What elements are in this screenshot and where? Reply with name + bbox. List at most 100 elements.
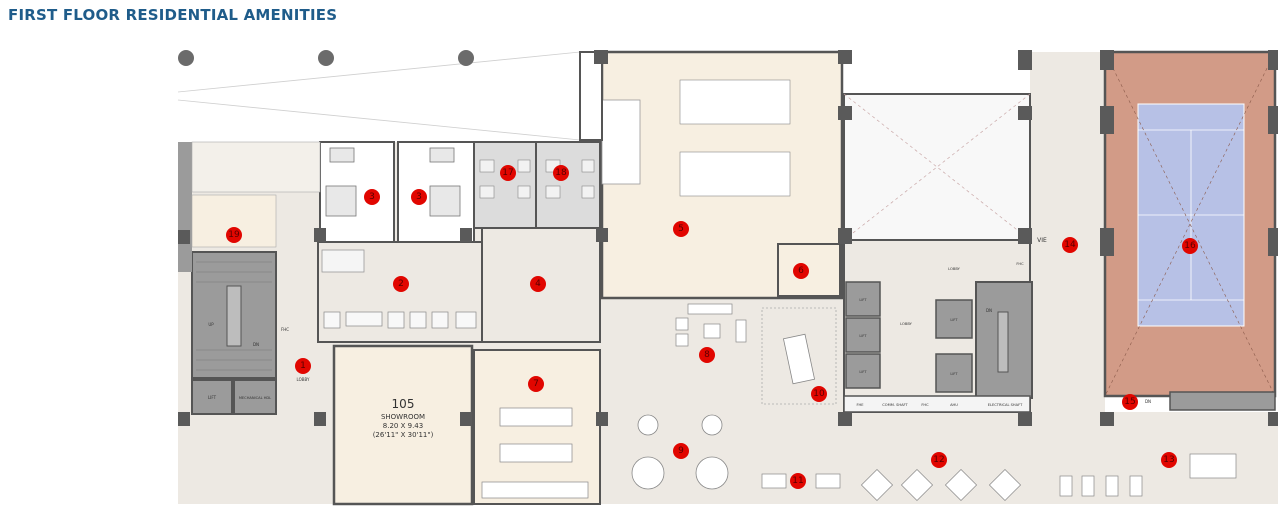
corridor-east [1030,52,1105,416]
svg-text:9: 9 [678,446,684,456]
court-diagonals [1104,51,1276,397]
central-lobby-label: LOBBY [900,322,912,326]
svg-text:6: 6 [798,266,804,276]
svg-text:11: 11 [792,476,803,486]
marker-14: 14 [1062,237,1078,253]
cafe-tables [761,453,1237,502]
svg-text:18: 18 [555,168,567,178]
court-dn-label: DN [1145,399,1151,404]
toilet-block-17 [473,141,537,229]
svg-text:14: 14 [1064,240,1076,250]
svg-text:8: 8 [704,350,710,360]
service-comm-shaft: COMM. SHAFT [882,403,908,407]
svg-text:1: 1 [300,361,306,371]
west-mechanical-room [233,379,277,415]
marker-7: 7 [528,376,544,392]
lounge-8-furniture [675,303,747,347]
service-electrical: ELECTRICAL SHAFT [988,403,1023,407]
dining-9-tables [631,414,729,490]
svg-text:4: 4 [535,279,541,289]
showroom-name: SHOWROOM [381,413,425,421]
lift-b-label: LIFT [859,334,867,338]
marker-3-east: 3 [411,189,427,205]
central-lifts [845,281,973,393]
marker-17: 17 [500,165,516,181]
hall-5-stage [601,99,641,185]
marker-2: 2 [393,276,409,292]
site-guide-lines [177,51,581,141]
marker-16: 16 [1182,238,1198,254]
court-lines [1138,129,1244,301]
room-7-furniture [481,407,589,499]
marker-4: 4 [530,276,546,292]
service-ahu: AHU [950,403,958,407]
west-lobby-label: LOBBY [297,377,311,382]
upper-lobby-label: LOBBY [948,267,960,271]
west-lift-label: LIFT [208,395,217,400]
toilet-block-18 [535,141,601,229]
west-shaft-top [178,142,192,272]
reception-desk [321,249,365,273]
showroom-metric: 8.20 X 9.43 [383,422,423,430]
lift-c-label: LIFT [859,370,867,374]
hall-5-seating [679,79,791,197]
marker-8: 8 [699,347,715,363]
marker-10: 10 [811,386,827,402]
marker-19: 19 [226,227,242,243]
svg-text:5: 5 [678,224,684,234]
court-stair [1169,391,1276,411]
lobby-seating [323,311,477,329]
svg-text:12: 12 [933,455,944,465]
east-dn-label: DN [986,308,992,313]
west-fhc-label: FHC [281,327,289,332]
svg-text:16: 16 [1184,241,1196,251]
west-stair-treads [196,261,272,371]
top-columns [178,50,474,66]
service-fhe: FHE [856,403,864,407]
marker-6: 6 [793,263,809,279]
marker-18: 18 [553,165,569,181]
west-up-label: UP [208,322,214,327]
svg-text:3: 3 [369,192,375,202]
marker-15: 15 [1122,394,1138,410]
mechanical-label: MECHANICAL HDL [239,396,271,400]
showroom-105 [332,344,474,506]
showroom-imperial: (26'11" X 30'11") [373,431,434,439]
vie-label: VIE [1037,237,1047,244]
stair-north [191,141,321,193]
svg-text:10: 10 [813,389,825,399]
lift-d-label: LIFT [950,318,958,322]
east-stair-core [975,281,1033,399]
west-lift-shaft [191,379,233,415]
svg-text:13: 13 [1163,455,1174,465]
svg-text:17: 17 [502,168,513,178]
service-fhc: FHC [921,403,929,407]
marker-3-west: 3 [364,189,380,205]
east-fhc-label: FHC [1016,262,1024,266]
svg-text:19: 19 [228,230,240,240]
marker-12: 12 [931,452,947,468]
west-dn-label: DN [253,342,259,347]
plan-title: FIRST FLOOR RESIDENTIAL AMENITIES [8,6,338,24]
structural-columns [178,50,1278,426]
lift-e-label: LIFT [950,372,958,376]
hall-5-corner-wall [579,51,603,141]
west-stair-well [226,285,242,347]
svg-text:15: 15 [1124,397,1135,407]
feature-10-table [782,333,816,385]
marker-5: 5 [673,221,689,237]
feature-10-zone [761,307,837,405]
service-strip [843,395,1031,413]
room-6 [777,243,841,297]
bed-fixtures [325,147,461,217]
marker-9: 9 [673,443,689,459]
svg-text:7: 7 [533,379,539,389]
marker-13: 13 [1161,452,1177,468]
marker-11: 11 [790,473,806,489]
east-stair-well [997,311,1009,373]
marker-1: 1 [295,358,311,374]
svg-text:2: 2 [398,279,404,289]
toilet-stalls [479,159,595,199]
lift-a-label: LIFT [859,298,867,302]
